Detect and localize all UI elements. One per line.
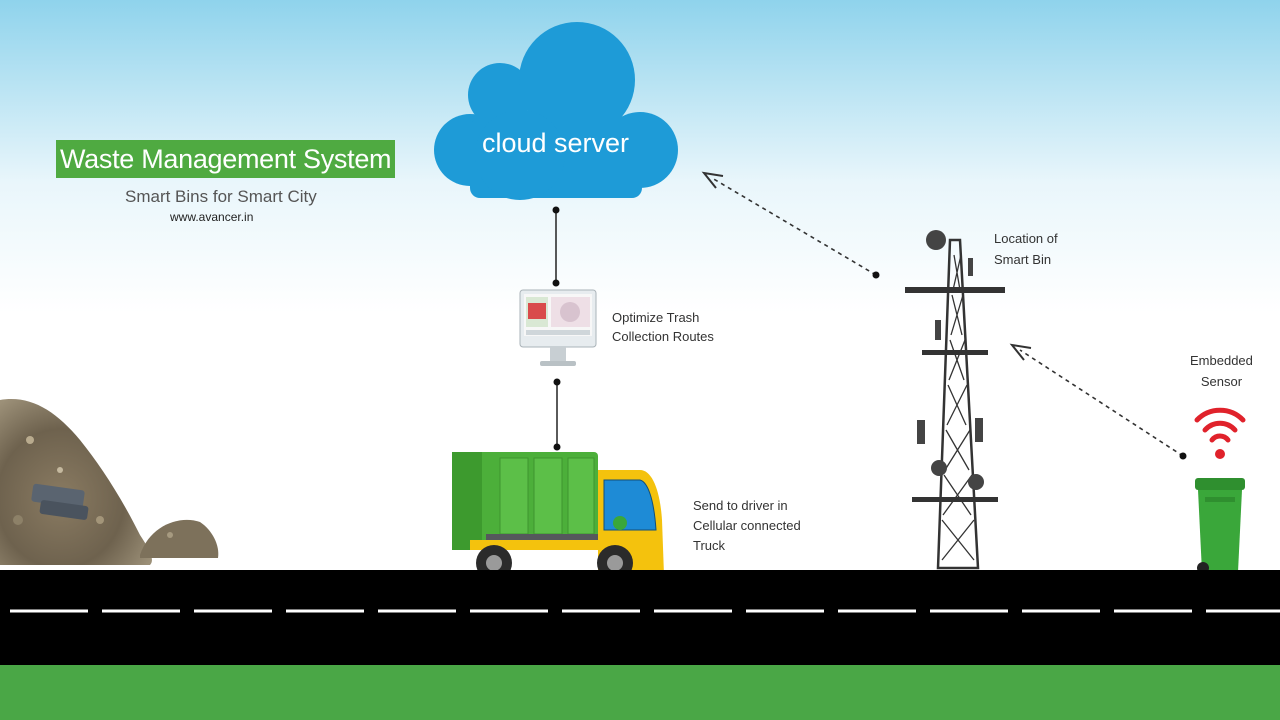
cloud-monitor-connector <box>552 206 560 287</box>
tower-location-label: Location of Smart Bin <box>994 231 1058 267</box>
trash-bin-icon <box>1195 478 1245 574</box>
grass <box>0 665 1280 720</box>
optimize-routes-label: Optimize Trash Collection Routes <box>612 310 714 344</box>
garbage-pile-icon <box>0 399 219 565</box>
diagram-title: Waste Management System <box>56 140 396 178</box>
cloud-icon <box>434 22 678 200</box>
website-label: www.avancer.in <box>170 210 254 224</box>
cloud-server-label: cloud server <box>481 128 630 158</box>
monitor-icon <box>519 289 597 366</box>
monitor-truck-connector <box>553 378 561 451</box>
diagram-subtitle: Smart Bins for Smart City <box>125 187 317 206</box>
tower-to-cloud-arrow <box>701 171 880 279</box>
embedded-sensor-label: Embedded Sensor <box>1190 353 1253 389</box>
bin-to-tower-arrow <box>1009 343 1187 460</box>
road <box>0 570 1280 665</box>
driver-truck-label: Send to driver in Cellular connected Tru… <box>693 498 801 553</box>
cell-tower-icon <box>905 230 1005 570</box>
wifi-signal-icon <box>1194 407 1246 459</box>
